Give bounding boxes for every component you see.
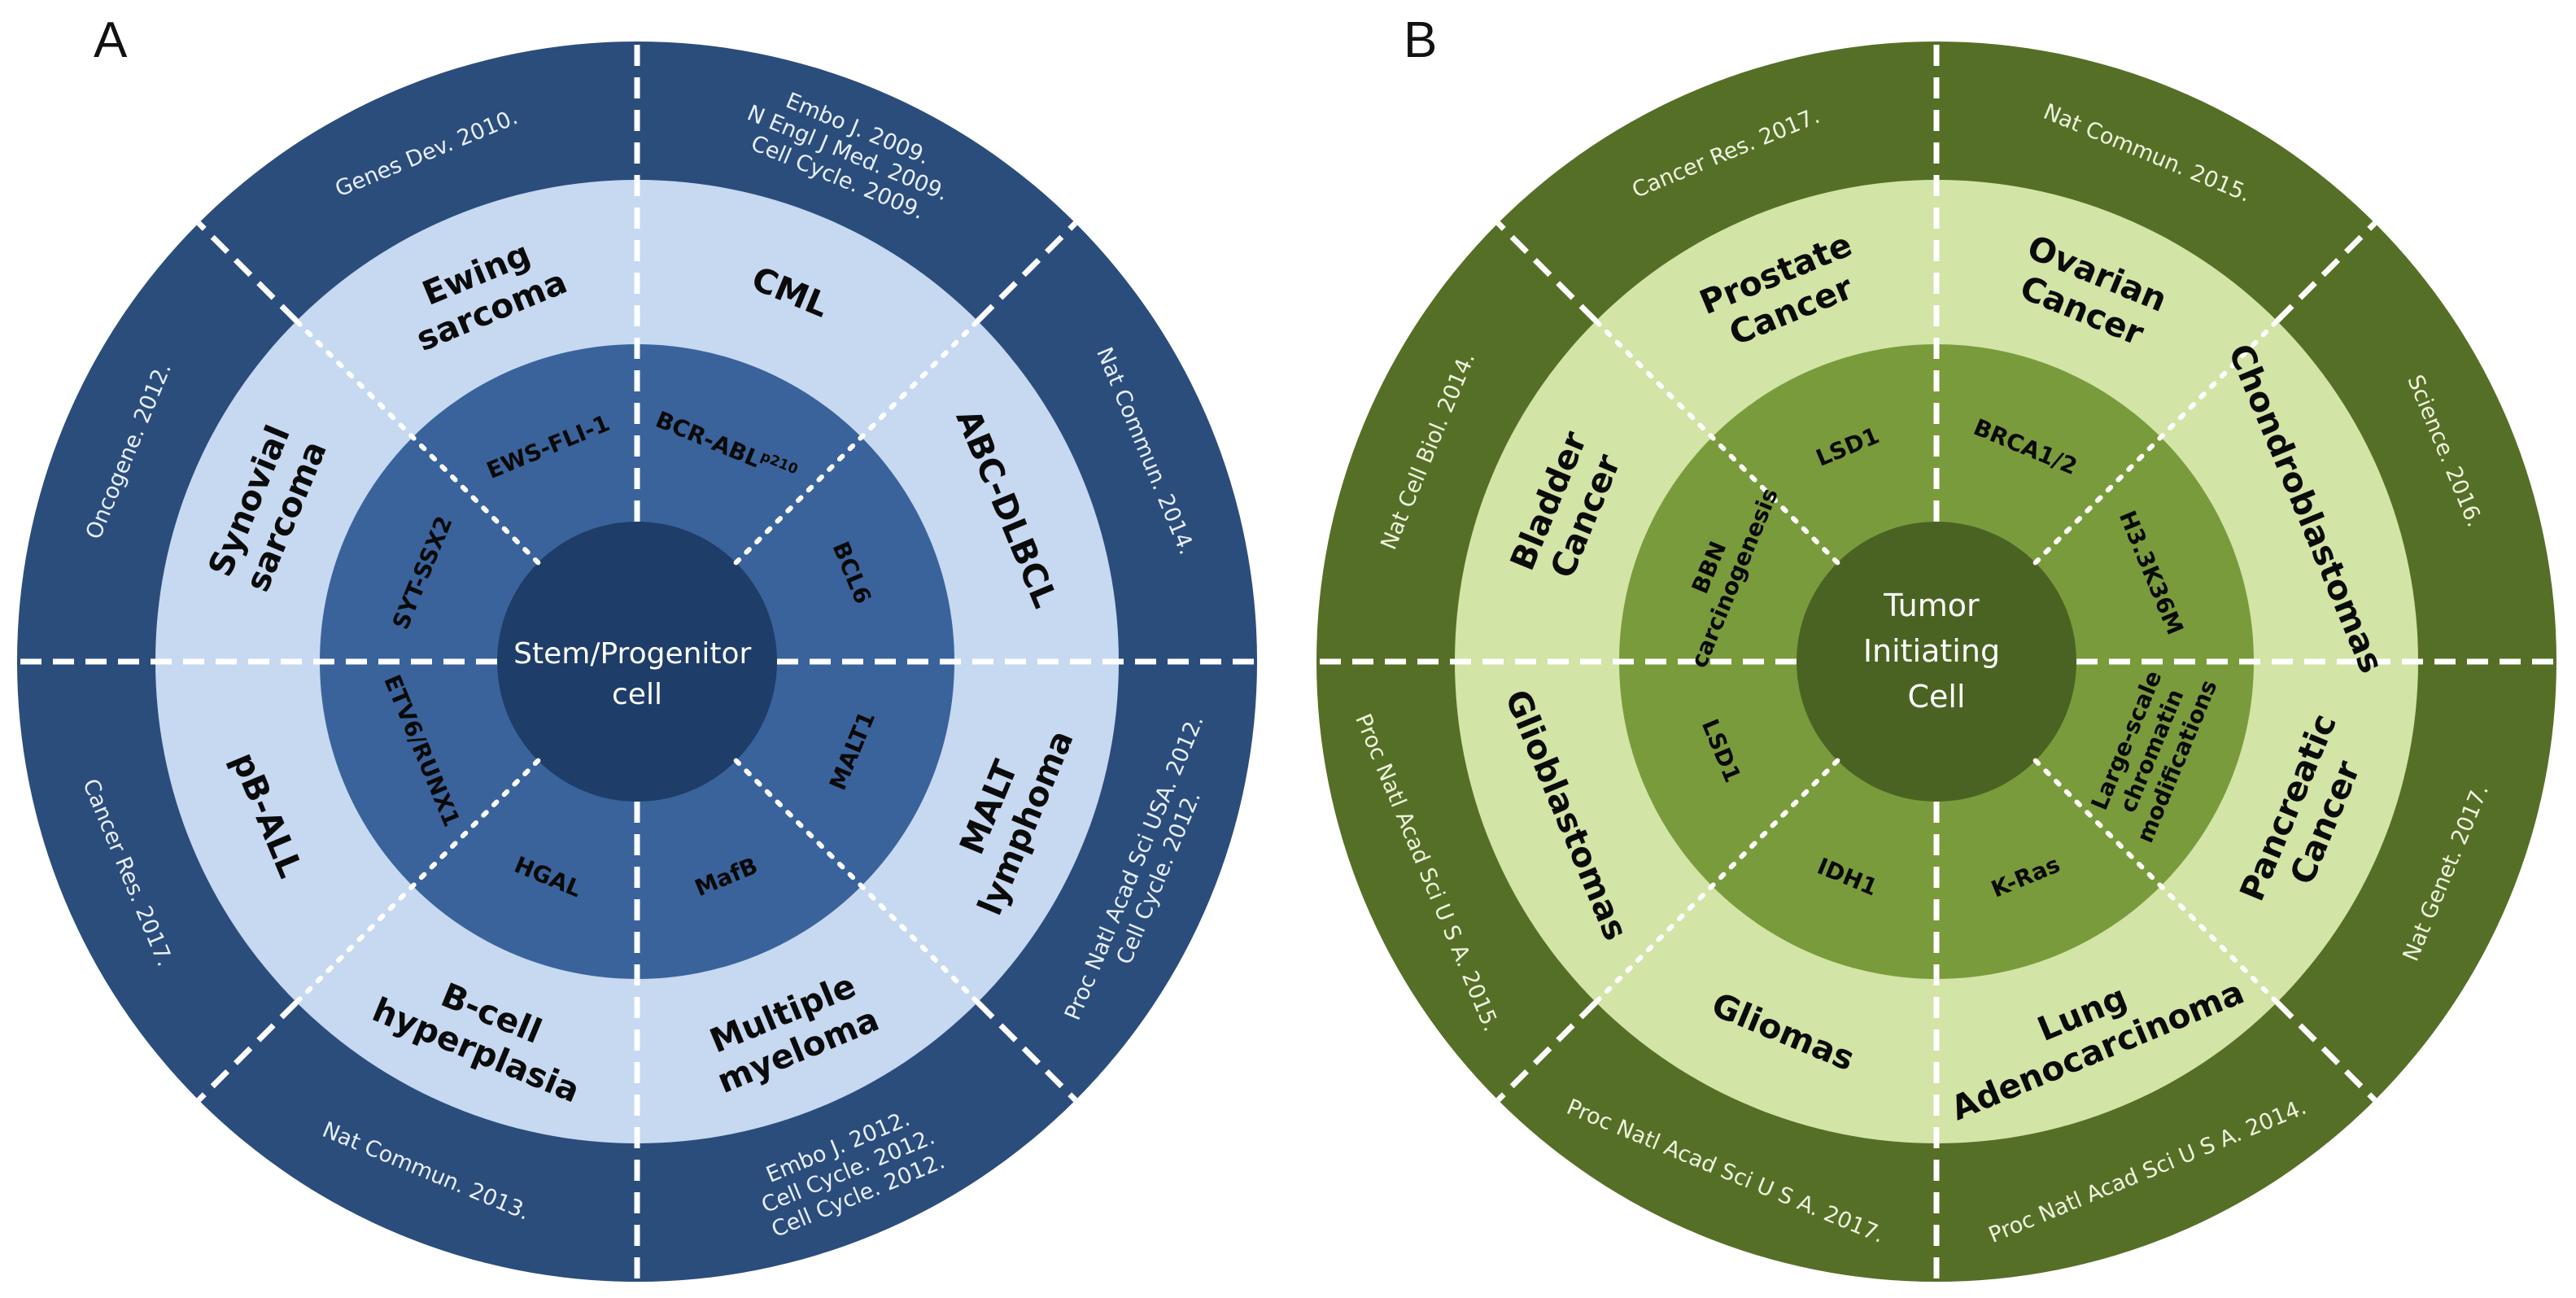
sector-divider	[733, 318, 980, 566]
sector-divider	[2032, 318, 2280, 566]
sector-divider	[733, 758, 980, 1005]
sector-divider	[1593, 758, 1840, 1005]
panel-letter: A	[94, 12, 128, 68]
sector-divider	[976, 1000, 1078, 1103]
sector-divider	[1495, 1000, 1598, 1103]
sector-divider	[976, 221, 1078, 323]
center-label: Tumor Initiating Cell	[1863, 588, 2010, 715]
sector-divider	[294, 318, 541, 566]
sector-divider	[2032, 758, 2280, 1005]
center-label: Stem/Progenitor cell	[513, 637, 761, 711]
panel-b: B Nat Commun. 2015.Science. 2016.Nat Gen…	[1297, 12, 2576, 1282]
center-disc	[497, 522, 777, 802]
center-disc	[1797, 522, 2076, 802]
sector-divider	[2275, 221, 2377, 323]
sector-divider	[196, 1000, 299, 1103]
sector-dividers	[0, 42, 1277, 1282]
panel-a: A Embo J. 2009.N Engl J Med. 2009.Cell C…	[0, 12, 1277, 1282]
panel-letter: B	[1404, 12, 1437, 68]
sector-divider	[1495, 221, 1598, 323]
sector-dividers	[1297, 42, 2576, 1282]
sector-divider	[2275, 1000, 2377, 1103]
sector-divider	[294, 758, 541, 1005]
sector-divider	[196, 221, 299, 323]
sector-divider	[1593, 318, 1840, 566]
